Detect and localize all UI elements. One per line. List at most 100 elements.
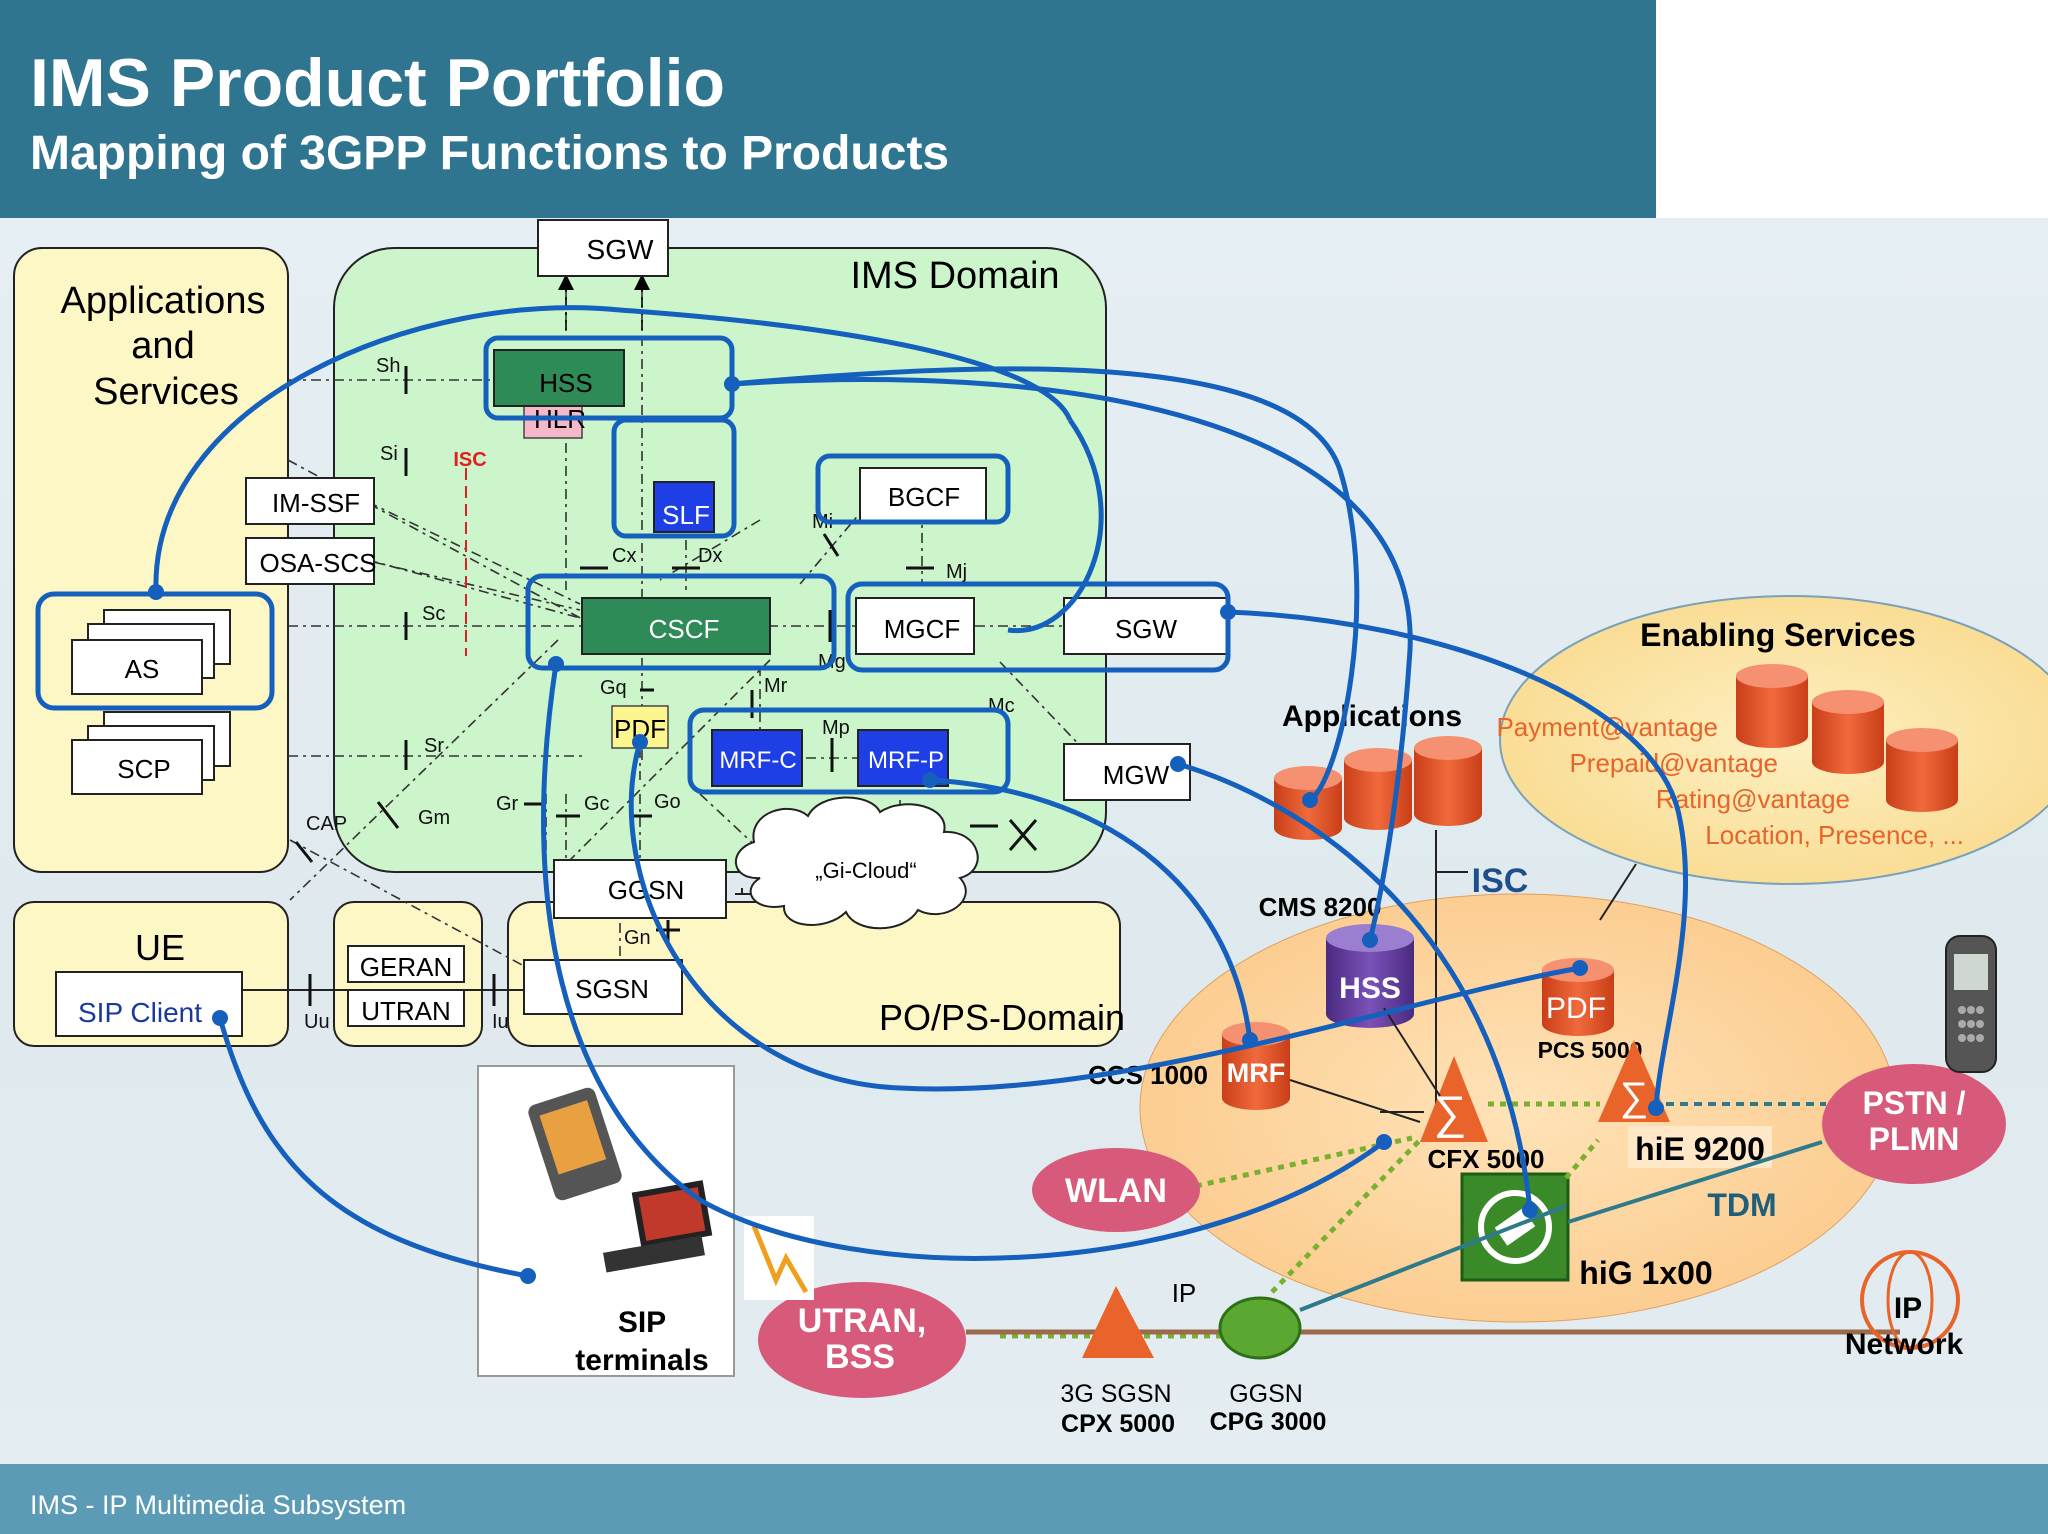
slf-box (653, 481, 715, 533)
as-label: AS (125, 654, 160, 684)
mrfp-label: MRF-P (868, 747, 944, 774)
cms-label: CMS 8200 (1259, 892, 1382, 922)
iface-gq: Gq (600, 677, 627, 699)
apps-title-line2: and (131, 325, 194, 367)
apps-title-line1: Applications (61, 280, 266, 322)
iface-sr: Sr (424, 735, 444, 757)
iface-gr: Gr (496, 793, 519, 815)
ggsn-hig-link (1299, 1204, 1567, 1312)
sgsn-product-label-1: 3G SGSN (1060, 1380, 1171, 1408)
tdm-line (1567, 1140, 1823, 1224)
mrfc-label: MRF-C (719, 747, 796, 774)
interface-lines (287, 290, 1091, 981)
utran-box (347, 989, 465, 1027)
sgsn-label: SGSN (575, 974, 649, 1004)
enabling-title: Enabling Services (1640, 617, 1916, 653)
hss-box (493, 349, 625, 407)
hss-db-icon (1326, 938, 1414, 1028)
tdm-label: TDM (1707, 1187, 1776, 1223)
im-ssf-box (245, 477, 375, 525)
iface-cap: CAP (306, 813, 347, 835)
sgw-right-label: SGW (1115, 614, 1178, 644)
hss-label: HSS (539, 368, 592, 398)
slf-label: SLF (662, 500, 710, 530)
ip-network-globe-meridian (1886, 1250, 1934, 1350)
utran-bss-ellipse (758, 1282, 966, 1398)
iface-mr: Mr (764, 675, 788, 697)
sip-client-box (55, 971, 243, 1037)
products-hss-label: HSS (1339, 972, 1401, 1005)
im-ssf-label: IM-SSF (272, 488, 360, 518)
osa-scs-label: OSA-SCS (259, 548, 376, 578)
osa-scs-box (245, 537, 375, 585)
pcs-label: PCS 5000 (1538, 1037, 1643, 1063)
products-applications-label: Applications (1282, 700, 1462, 733)
hig-icon-ring (1478, 1190, 1552, 1264)
mapping-curves (153, 305, 1688, 1279)
sip-client-label: SIP Client (78, 997, 202, 1028)
page-title: IMS Product Portfolio (30, 45, 726, 121)
iface-cx: Cx (612, 545, 636, 567)
iface-si: Si (380, 443, 398, 465)
ggsn-product-icon (1218, 1296, 1302, 1360)
ggsn-product-label-1: GGSN (1229, 1380, 1303, 1408)
mgw-box (1063, 743, 1191, 801)
hig-label: hiG 1x00 (1579, 1255, 1712, 1291)
scp-stack (71, 711, 231, 795)
enabling-item-4: Location, Presence, ... (1705, 820, 1964, 850)
iface-sc: Sc (422, 603, 445, 625)
hie-label-bg (1628, 1126, 1772, 1168)
mrfc-box (711, 729, 803, 787)
products-pdf-label: PDF (1546, 992, 1606, 1025)
isc-label-blue: ISC (1472, 862, 1529, 900)
mapping-curve-dots (148, 376, 1664, 1284)
iface-uu: Uu (304, 1011, 330, 1033)
svg-text:∑: ∑ (1620, 1075, 1649, 1119)
gi-cloud-label: „Gi-Cloud“ (815, 858, 916, 883)
enabling-item-2: Prepaid@vantage (1569, 748, 1778, 778)
mgw-label: MGW (1103, 760, 1170, 790)
iface-go: Go (654, 791, 681, 813)
page-subtitle: Mapping of 3GPP Functions to Products (30, 127, 950, 180)
mgcf-box (855, 597, 975, 655)
sgsn-box (523, 959, 683, 1015)
ip-network-label-2: Network (1845, 1328, 1964, 1361)
isc-label-red: ISC (453, 449, 486, 471)
iface-sh: Sh (376, 355, 400, 377)
iface-gn: Gn (624, 927, 651, 949)
iface-gm: Gm (418, 807, 450, 829)
iface-mj: Mj (946, 561, 967, 583)
sgw-top-label: SGW (587, 234, 654, 265)
ps-domain-title: PO/PS-Domain (879, 997, 1125, 1038)
geran-label: GERAN (360, 952, 452, 982)
geran-box (347, 945, 465, 983)
lightning-icon (751, 1225, 809, 1294)
hie-label: hiE 9200 (1635, 1131, 1765, 1167)
iface-iu: Iu (492, 1011, 509, 1033)
ims-domain-title: IMS Domain (850, 255, 1059, 297)
iface-gc: Gc (584, 793, 610, 815)
footer-bar: IMS - IP Multimedia Subsystem (0, 1464, 2048, 1534)
utran-bss-label-1: UTRAN, (798, 1302, 926, 1340)
apps-title-line3: Services (93, 371, 239, 413)
interface-labels: Sh Si Sc Sr CAP Gm Cx Dx Mi Mj Mg Mr Mp … (304, 355, 1015, 1033)
wlan-ellipse (1032, 1148, 1200, 1232)
pstn-label-2: PLMN (1869, 1121, 1960, 1157)
mrf-cfx-link (1289, 1079, 1421, 1123)
title-banner: IMS Product Portfolio Mapping of 3GPP Fu… (0, 0, 1656, 218)
utran-label: UTRAN (361, 996, 451, 1026)
mrf-db-icon (1222, 1034, 1290, 1110)
mobile-phone-icon (1945, 935, 1997, 1073)
cfx-icon: ∑ (1420, 1056, 1488, 1142)
sgsn-product-label-2: CPX 5000 (1061, 1410, 1175, 1438)
enabling-item-3: Rating@vantage (1656, 784, 1850, 814)
cscf-label: CSCF (649, 614, 720, 644)
enabling-link-line (1599, 863, 1637, 921)
iface-mp: Mp (822, 717, 850, 739)
sip-terminals-label-2: terminals (575, 1344, 708, 1377)
pda-icon (528, 1087, 622, 1201)
sgw-top-box (537, 219, 669, 277)
ip-label: IP (1172, 1278, 1197, 1308)
wlan-label: WLAN (1065, 1172, 1167, 1210)
